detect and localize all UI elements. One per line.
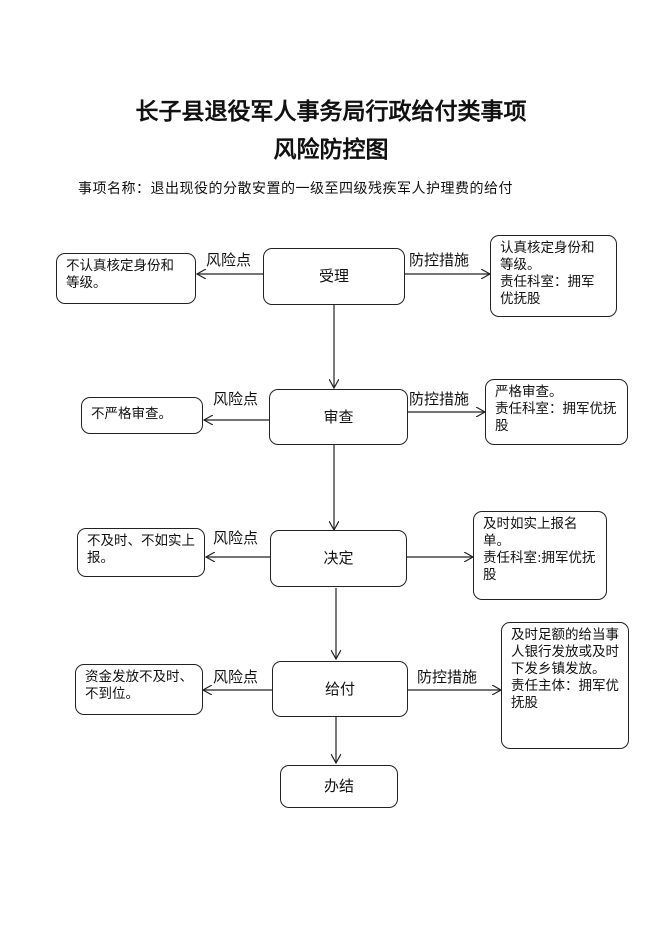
risk-label-3: 风险点 xyxy=(213,529,259,547)
control-box-2: 严格审查。 责任科室：拥军优抚股 xyxy=(485,379,628,445)
step-box-complete: 办结 xyxy=(280,765,398,808)
step-box-payment: 给付 xyxy=(272,661,408,717)
step-box-review: 审查 xyxy=(269,389,408,445)
control-box-1: 认真核定身份和等级。 责任科室：拥军优抚股 xyxy=(490,235,617,317)
step-box-decide: 决定 xyxy=(270,530,407,587)
control-label-2: 防控措施 xyxy=(409,390,470,408)
item-name: 事项名称：退出现役的分散安置的一级至四级残疾军人护理费的给付 xyxy=(78,181,513,197)
risk-label-1: 风险点 xyxy=(206,251,252,269)
page-title-line2: 风险防控图 xyxy=(273,136,389,163)
control-label-4: 防控措施 xyxy=(417,668,478,686)
control-label-1: 防控措施 xyxy=(409,251,470,269)
risk-box-1: 不认真核定身份和等级。 xyxy=(56,253,196,304)
risk-label-2: 风险点 xyxy=(213,390,259,408)
risk-box-2: 不严格审查。 xyxy=(81,397,203,434)
control-box-3: 及时如实上报名单。 责任科室:拥军优抚股 xyxy=(473,511,607,600)
risk-box-3: 不及时、不如实上报。 xyxy=(77,528,205,577)
control-box-4: 及时足额的给当事人银行发放或及时下发乡镇发放。 责任主体：拥军优抚股 xyxy=(501,622,629,749)
step-box-accept: 受理 xyxy=(263,248,405,305)
risk-box-4: 资金发放不及时、不到位。 xyxy=(75,664,203,715)
risk-label-4: 风险点 xyxy=(213,668,259,686)
page-title: 长子县退役军人事务局行政给付类事项 xyxy=(135,98,527,125)
